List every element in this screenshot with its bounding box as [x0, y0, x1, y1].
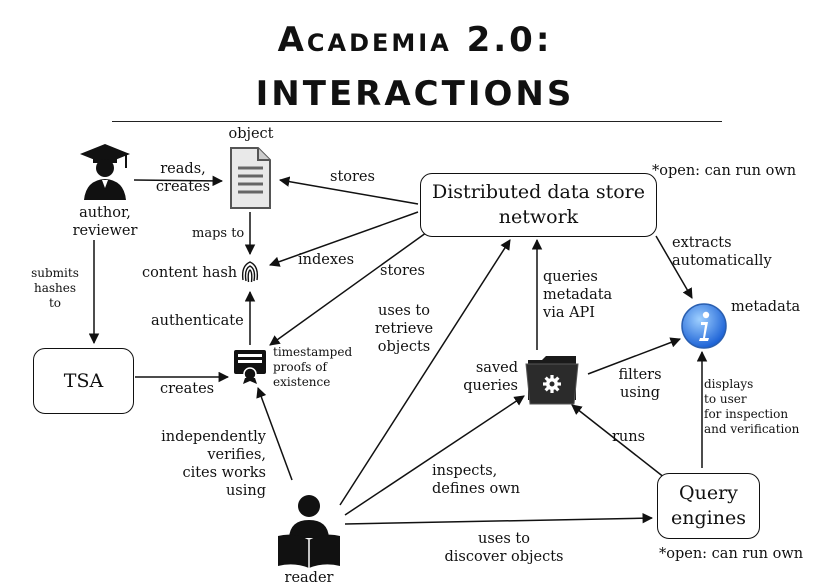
- data-store-node: Distributed data store network: [420, 173, 657, 237]
- certificate-icon: [234, 350, 266, 384]
- edge-runs: [571, 404, 666, 479]
- reader-label: reader: [284, 570, 334, 586]
- edge-verifies: [256, 387, 293, 481]
- edge-uses-retrieve: [339, 239, 511, 506]
- edge-discover: [344, 512, 654, 525]
- label-creates: creates: [160, 381, 215, 397]
- label-authenticate: authenticate: [151, 313, 244, 329]
- title-line-1: Academia 2.0:: [277, 20, 553, 60]
- label-indexes: indexes: [298, 252, 355, 268]
- author-label: author, reviewer: [72, 205, 138, 239]
- label-queries-metadata: queries metadata via API: [543, 269, 613, 321]
- object-label: object: [228, 126, 274, 142]
- reader-icon: [278, 495, 340, 568]
- edge-store-object: [278, 176, 419, 205]
- saved-queries-label: saved queries: [463, 360, 518, 394]
- label-inspects: inspects, defines own: [432, 463, 520, 497]
- saved-queries-folder-icon: [525, 356, 579, 405]
- label-extracts: extracts automatically: [672, 235, 772, 269]
- label-maps-to: maps to: [192, 226, 245, 241]
- edge-filters: [587, 337, 681, 375]
- edge-reads-creates: [133, 175, 224, 187]
- fingerprint-icon: [241, 261, 259, 283]
- label-uses-retrieve: uses to retrieve objects: [374, 303, 434, 355]
- open-note-top: *open: can run own: [652, 163, 797, 179]
- query-engines-node: Query engines: [657, 473, 760, 539]
- edge-indexes: [269, 211, 419, 267]
- edge-extracts: [655, 235, 693, 299]
- label-discover: uses to discover objects: [444, 531, 564, 565]
- label-stores-object: stores: [330, 169, 375, 185]
- label-reads-creates: reads, creates: [155, 161, 211, 195]
- timestamped-label: timestamped proofs of existence: [273, 345, 353, 389]
- title-divider: [112, 121, 722, 122]
- label-stores-proofs: stores: [380, 263, 425, 279]
- document-icon: [230, 147, 271, 209]
- content-hash-label: content hash: [142, 265, 238, 281]
- label-submits: submits hashes to: [31, 266, 79, 310]
- metadata-label: metadata: [731, 299, 801, 315]
- edge-store-proofs: [269, 229, 431, 346]
- label-verifies: independently verifies, cites works usin…: [161, 429, 266, 499]
- author-icon: [80, 144, 130, 200]
- open-note-bottom: *open: can run own: [659, 546, 804, 562]
- edge-inspects: [344, 395, 525, 516]
- tsa-node: TSA: [33, 348, 134, 414]
- label-filters: filters using: [618, 367, 662, 401]
- title-line-2: interactions: [255, 74, 575, 114]
- info-icon: [681, 303, 727, 349]
- label-displays: displays to user for inspection and veri…: [704, 377, 800, 436]
- label-runs: runs: [612, 429, 646, 445]
